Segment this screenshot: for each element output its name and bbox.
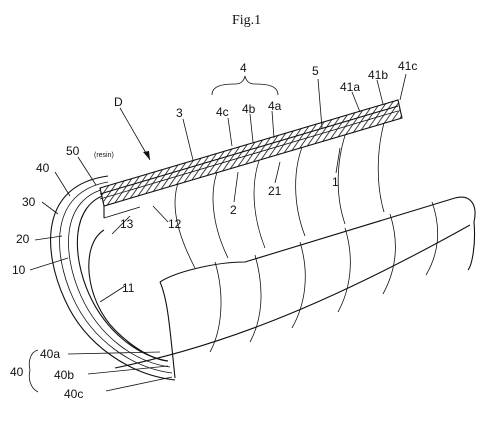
label-4: 4 xyxy=(240,61,247,75)
label-41a: 41a xyxy=(340,80,360,94)
label-40b: 40b xyxy=(54,368,74,382)
label-10: 10 xyxy=(12,263,26,277)
label-13: 13 xyxy=(120,217,134,231)
label-41b: 41b xyxy=(368,68,388,82)
label-40-bottom: 40 xyxy=(10,365,24,379)
label-40a: 40a xyxy=(40,347,60,361)
label-21: 21 xyxy=(268,184,282,198)
label-40c: 40c xyxy=(64,387,83,401)
label-1: 1 xyxy=(332,175,339,189)
label-11: 11 xyxy=(122,281,135,295)
label-50: 50 xyxy=(66,144,80,158)
label-4c: 4c xyxy=(216,105,229,119)
label-4b: 4b xyxy=(242,102,256,116)
label-20: 20 xyxy=(16,232,30,246)
label-40-top: 40 xyxy=(36,161,50,175)
label-resin: (resin) xyxy=(94,152,114,159)
label-30: 30 xyxy=(22,195,36,209)
label-5: 5 xyxy=(312,64,319,78)
label-D: D xyxy=(114,95,123,109)
label-3: 3 xyxy=(176,106,183,120)
label-41c: 41c xyxy=(398,59,417,73)
figure-title: Fig.1 xyxy=(232,13,261,28)
label-12: 12 xyxy=(168,217,182,231)
laminate-strip xyxy=(99,99,403,219)
labels: 4 5 41a 41b 41c D 3 4c 4b 4a 50 (resin) … xyxy=(10,59,417,401)
leader-lines xyxy=(28,73,407,393)
label-2: 2 xyxy=(230,203,237,217)
label-4a: 4a xyxy=(268,99,282,113)
